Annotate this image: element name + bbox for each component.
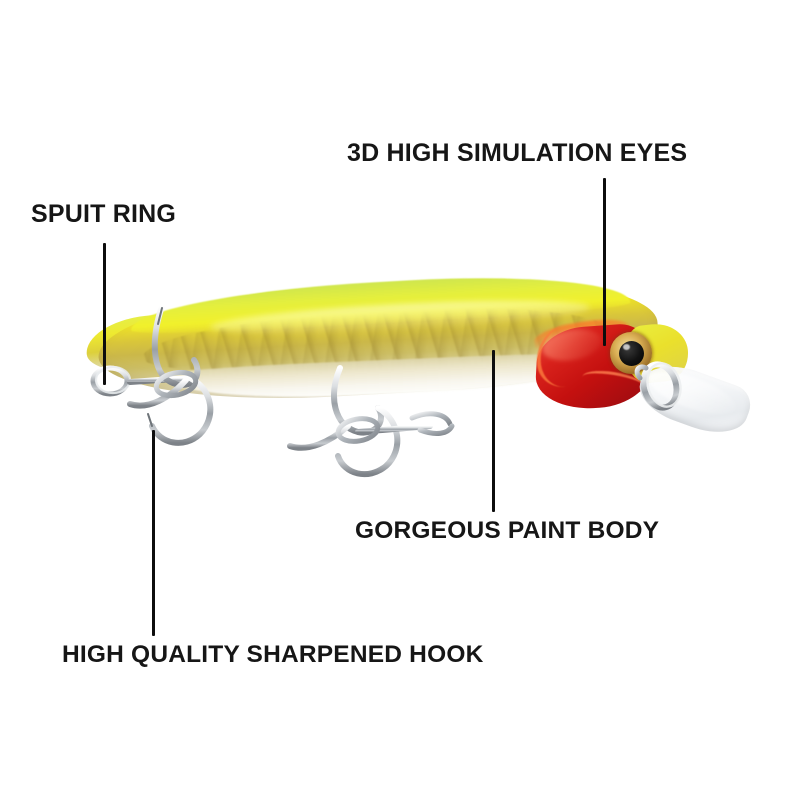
- nose-split-ring: [634, 361, 682, 411]
- fishing-lure-illustration: [83, 268, 756, 478]
- tail-treble-hook-points: [147, 307, 163, 427]
- leader-line-hook: [152, 430, 155, 636]
- label-3d-eyes: 3D HIGH SIMULATION EYES: [347, 139, 688, 167]
- three-d-eye-glint: [623, 344, 630, 350]
- label-split-ring: SPUIT RING: [31, 200, 177, 228]
- belly-hook-hanger: [409, 411, 455, 436]
- belly-hook-eyelet: [335, 416, 381, 444]
- label-sharpened-hook: HIGH QUALITY SHARPENED HOOK: [62, 641, 484, 668]
- nose-line-tie: [634, 364, 649, 381]
- tail-treble-hook: [127, 303, 214, 446]
- tail-hook-eyelet: [153, 369, 199, 399]
- tail-split-ring: [90, 365, 132, 397]
- belly-treble-hook: [287, 365, 433, 478]
- label-paint-body: GORGEOUS PAINT BODY: [355, 517, 660, 544]
- leader-line-paint-body: [492, 350, 495, 512]
- leader-line-split-ring: [103, 243, 106, 385]
- lure-hardware: [90, 303, 682, 478]
- leader-line-eyes: [603, 178, 606, 346]
